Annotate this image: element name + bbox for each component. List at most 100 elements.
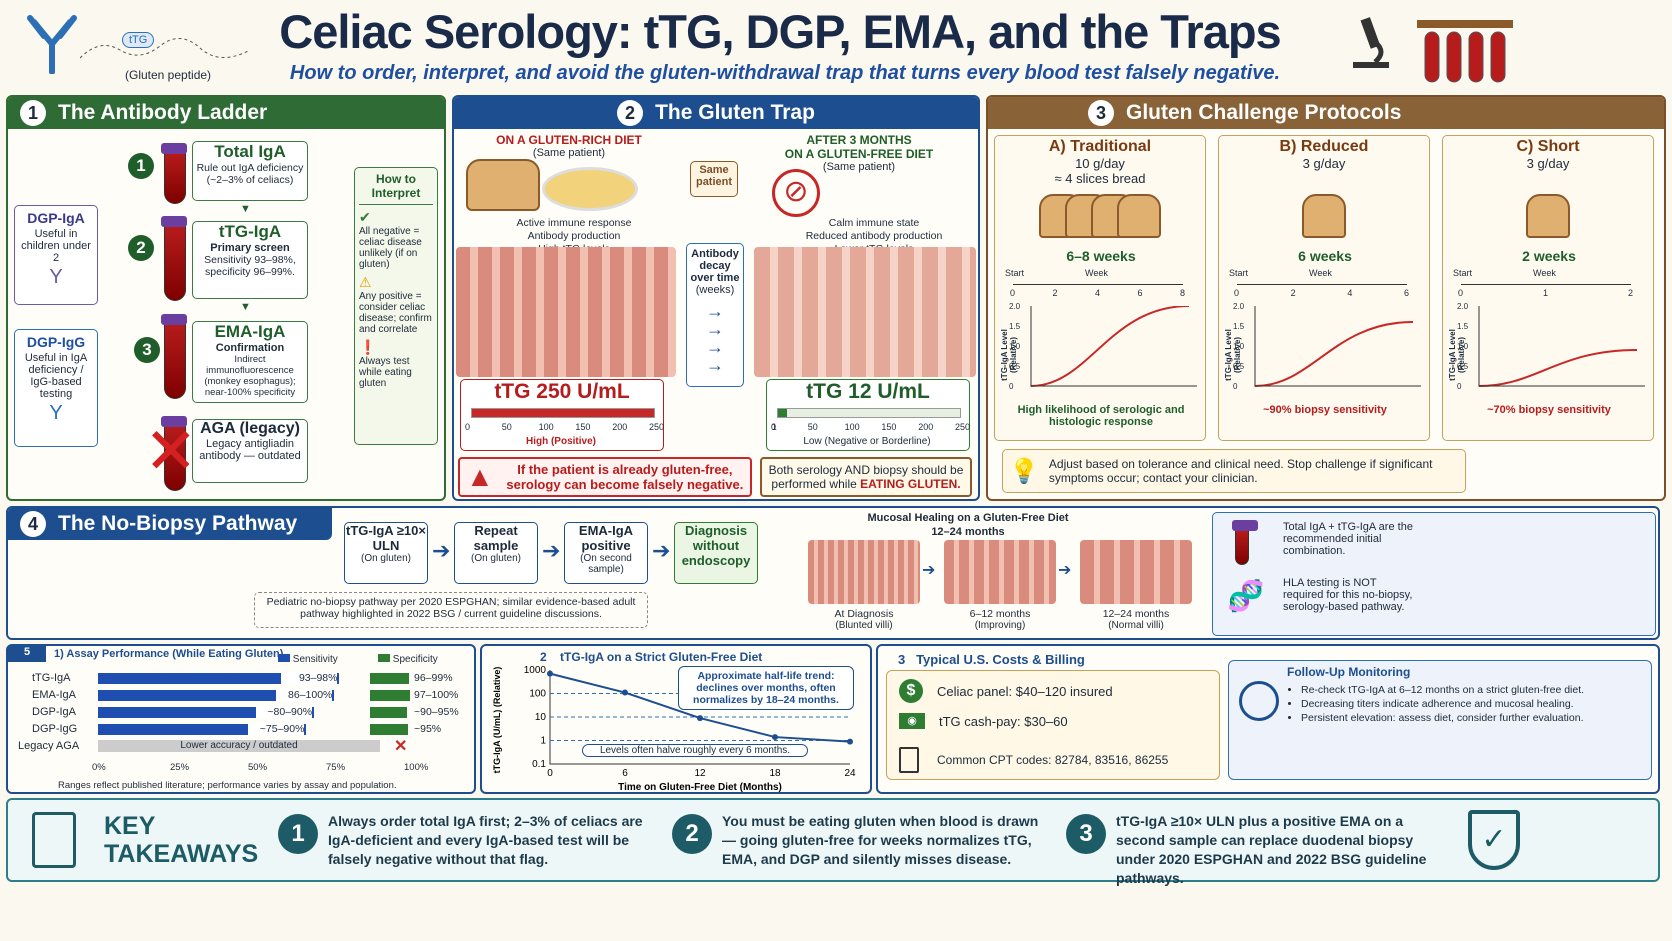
rise-curve <box>1254 321 1414 387</box>
gauge-tick: 1 <box>771 422 777 432</box>
gauge-tick: 0 <box>465 422 471 432</box>
week-tick: 4 <box>1347 288 1353 298</box>
healing-sub: 12–24 months <box>931 526 1005 538</box>
legend-specificity: Specificity <box>378 654 438 665</box>
left-heading: ON A GLUTEN-RICH DIET <box>496 133 642 147</box>
x-axis-label: Time on Gluten-Free Diet (Months) <box>618 782 782 793</box>
y-axis-label: tTG-IgA Level (Relative) <box>1000 329 1018 381</box>
week-axis <box>1461 284 1631 285</box>
panel-title: 1) Assay Performance (While Eating Glute… <box>54 648 284 660</box>
panel-badge: 5 <box>8 646 46 662</box>
x-tick: 6 <box>622 768 628 779</box>
sensitivity-bar <box>98 724 307 735</box>
tube-ema <box>161 314 187 399</box>
y-tick: 0.1 <box>532 759 546 770</box>
x-tick: 0 <box>547 768 553 779</box>
data-point <box>847 738 853 745</box>
gauge-tick: 0 <box>771 422 777 432</box>
cash-icon: ◉ <box>899 713 925 729</box>
assay-name: tTG-IgA <box>32 672 71 684</box>
gauge-tick: 50 <box>807 422 818 432</box>
data-point <box>622 689 628 696</box>
page-subtitle: How to order, interpret, and avoid the g… <box>289 62 1281 84</box>
rise-curve <box>1030 306 1190 387</box>
step-2-badge: 2 <box>128 235 154 261</box>
right-heading: AFTER 3 MONTHS <box>806 133 912 147</box>
stage-sub: (Blunted villi) <box>835 620 893 631</box>
stage-title: 12–24 months <box>1102 608 1170 620</box>
axis-tick: 75% <box>326 762 346 773</box>
tube-aga <box>161 416 187 491</box>
arrow-down: ▼ <box>240 203 251 215</box>
panel-title: Typical U.S. Costs & Billing <box>916 652 1085 667</box>
data-point <box>547 670 553 677</box>
week-tick: 2 <box>1052 288 1058 298</box>
protocol-name: B) Reduced <box>1279 138 1369 155</box>
week-tick: 6 <box>1404 288 1410 298</box>
alert-icon: ❗ <box>359 339 377 355</box>
pathway-note: Pediatric no-biopsy pathway per 2020 ESP… <box>254 592 648 628</box>
bread-icon <box>1526 194 1572 238</box>
no-gluten-icon: ⊘ <box>772 169 820 217</box>
step-title: tTG-IgA ≥10× ULN <box>346 523 426 553</box>
dollar-icon: $ <box>899 679 923 703</box>
protocol-note: ~70% biopsy sensitivity <box>1487 404 1611 416</box>
assay-name: DGP-IgG <box>32 723 78 735</box>
gauge-tick: 100 <box>538 422 554 432</box>
gauge-tick: 100 <box>844 422 860 432</box>
takeaway-number: 1 <box>278 814 318 854</box>
y-tick: 0.5 <box>1009 362 1021 371</box>
sensitivity-value: 86–100% <box>276 689 333 701</box>
tube-total-iga <box>161 143 187 204</box>
week-tick: 2 <box>1628 288 1634 298</box>
arrow-down: ▼ <box>240 301 251 313</box>
x-tick: 18 <box>769 768 781 779</box>
sensitivity-value: ~75–90% <box>248 723 305 735</box>
protocol-dose-detail <box>1219 171 1429 187</box>
side-note-2: HLA testing is NOT required for this no-… <box>1283 577 1413 613</box>
dna-icon: 🧬 <box>1227 580 1265 613</box>
interpret-box: How to Interpret ✔All negative = celiac … <box>354 167 438 445</box>
assay-performance-panel: 5 1) Assay Performance (While Eating Glu… <box>6 644 476 794</box>
aga-box: AGA (legacy)Legacy antigliadin antibody … <box>192 419 308 483</box>
panel-title: The Gluten Trap <box>655 101 815 124</box>
step-title: EMA-IgA positive <box>578 523 634 553</box>
week-axis <box>1237 284 1407 285</box>
y-tick: 100 <box>529 689 546 700</box>
week-tick: 1 <box>1543 288 1549 298</box>
protocol-note: High likelihood of serologic and histolo… <box>1017 404 1185 428</box>
week-label: Week <box>1309 268 1332 278</box>
y-tick: 1.0 <box>1009 342 1021 351</box>
half-life-callout: Approximate half-life trend: declines ov… <box>678 666 854 710</box>
left-subheading: (Same patient) <box>532 147 606 159</box>
sensitivity-bar <box>98 707 315 718</box>
y-tick: 1.5 <box>1009 322 1021 331</box>
microscope-icon <box>1345 12 1395 72</box>
pathway-step: Diagnosis without endoscopy <box>674 522 758 584</box>
protocol-duration: 6 weeks <box>1298 248 1352 264</box>
bread-icon <box>466 159 540 211</box>
specificity-bar <box>370 724 408 735</box>
pathway-step: Repeat sample(On gluten) <box>454 522 538 584</box>
side-info-box: Total IgA + tTG-IgA are the recommended … <box>1212 512 1656 636</box>
warning-icon: ⚠ <box>359 274 372 290</box>
sensitivity-bar <box>98 690 335 701</box>
legend-sensitivity: Sensitivity <box>278 654 338 665</box>
panel-title: tTG-IgA on a Strict Gluten-Free Diet <box>560 650 763 664</box>
takeaways-title-1: KEY <box>104 812 156 840</box>
aga-cross-icon: ✕ <box>144 415 198 487</box>
start-label: Start <box>1229 268 1249 278</box>
protocol-dose: 3 g/day <box>1526 156 1570 171</box>
week-label: Week <box>1085 268 1108 278</box>
data-point <box>772 734 778 741</box>
week-tick: 4 <box>1095 288 1101 298</box>
specificity-bar <box>370 673 410 684</box>
